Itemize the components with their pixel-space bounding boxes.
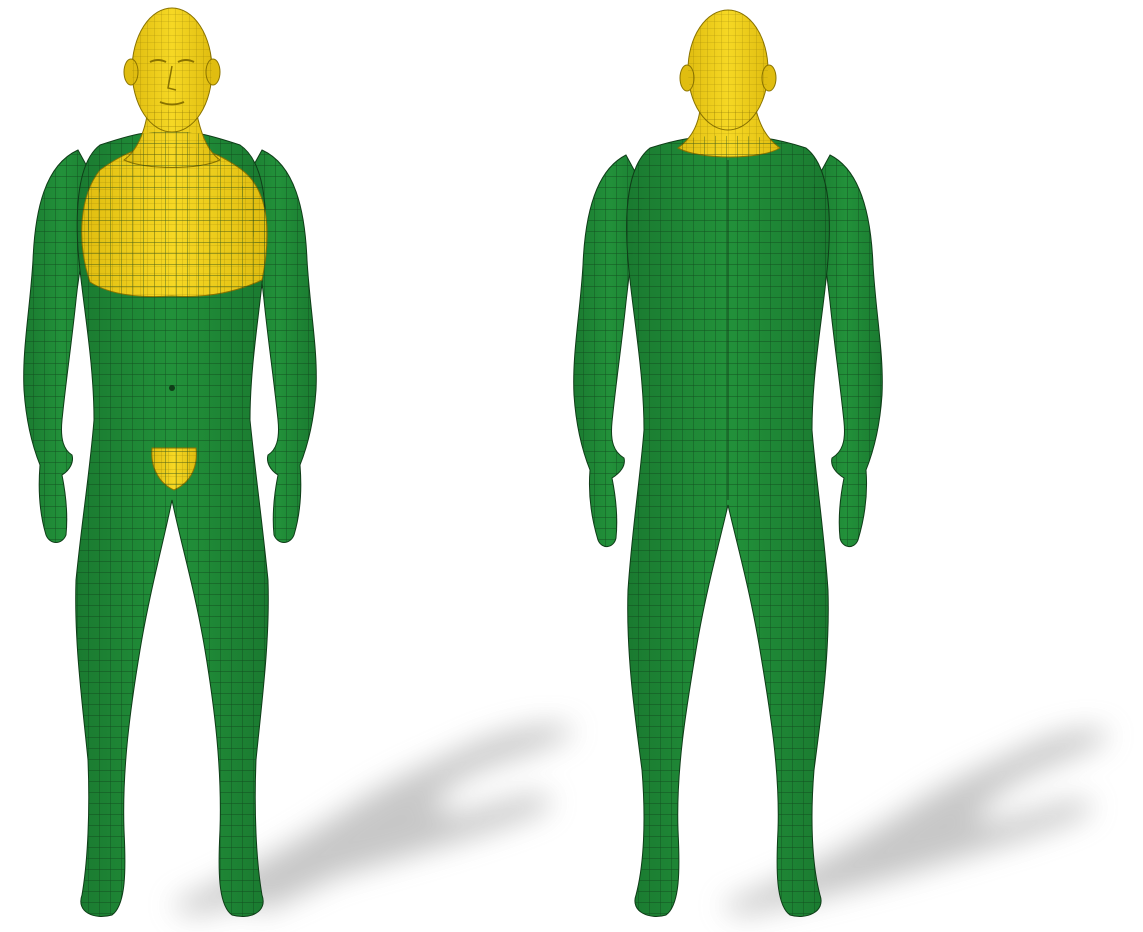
front-figure <box>24 8 317 916</box>
back-figure <box>574 10 883 916</box>
